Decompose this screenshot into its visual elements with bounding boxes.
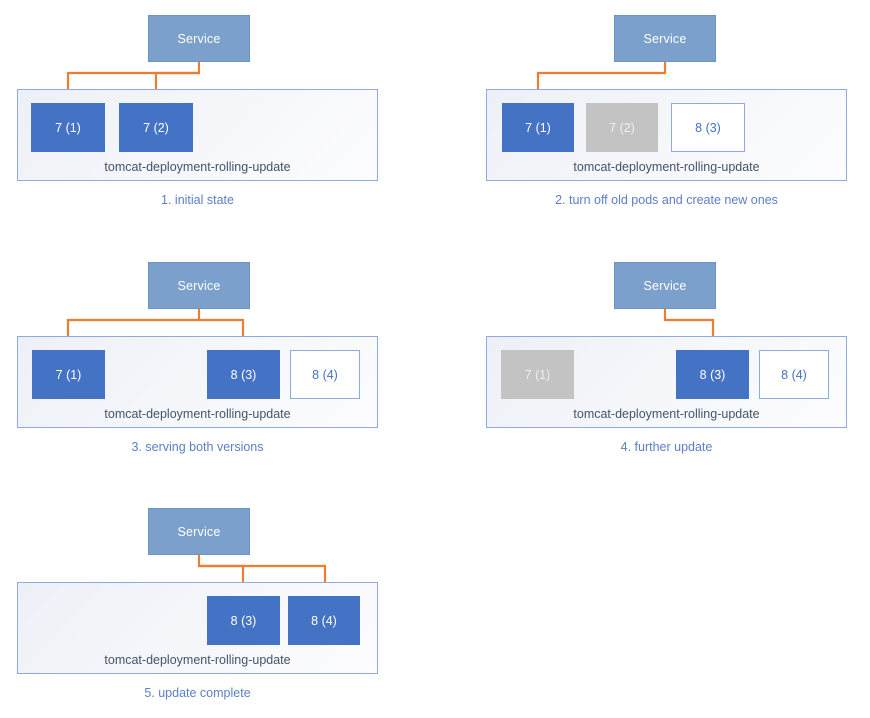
- panel-caption: 2. turn off old pods and create new ones: [555, 193, 778, 207]
- pod-label: 8 (3): [699, 367, 726, 382]
- service-label: Service: [177, 278, 221, 293]
- pod-8-3[interactable]: 8 (3): [671, 103, 745, 152]
- pod-label: 8 (3): [230, 367, 257, 382]
- pod-7-2[interactable]: 7 (2): [119, 103, 193, 152]
- pod-label: 7 (2): [143, 120, 169, 135]
- pod-7-1[interactable]: 7 (1): [501, 350, 574, 399]
- pod-label: 7 (1): [55, 120, 81, 135]
- deployment-name-label: tomcat-deployment-rolling-update: [104, 407, 291, 421]
- pod-label: 8 (4): [781, 367, 807, 382]
- pod-7-2[interactable]: 7 (2): [586, 103, 658, 152]
- deployment-name-label: tomcat-deployment-rolling-update: [573, 160, 760, 174]
- pod-label: 8 (3): [230, 613, 257, 628]
- pod-8-3[interactable]: 8 (3): [207, 596, 280, 645]
- pod-7-1[interactable]: 7 (1): [31, 103, 105, 152]
- panel-caption: 4. further update: [620, 440, 713, 454]
- pod-label: 8 (4): [311, 613, 337, 628]
- pod-7-1[interactable]: 7 (1): [32, 350, 105, 399]
- pod-8-3[interactable]: 8 (3): [676, 350, 749, 399]
- pod-8-4[interactable]: 8 (4): [288, 596, 360, 645]
- service-label: Service: [177, 524, 221, 539]
- panel-caption: 1. initial state: [161, 193, 234, 207]
- pod-label: 8 (3): [695, 120, 721, 135]
- service-label: Service: [643, 31, 687, 46]
- pod-label: 8 (4): [312, 367, 338, 382]
- pod-8-4[interactable]: 8 (4): [290, 350, 360, 399]
- service-box: Service: [614, 15, 716, 62]
- pod-label: 7 (2): [609, 120, 635, 135]
- pod-8-3[interactable]: 8 (3): [207, 350, 280, 399]
- pod-label: 7 (1): [524, 367, 551, 382]
- pod-7-1[interactable]: 7 (1): [502, 103, 574, 152]
- service-box: Service: [148, 508, 250, 555]
- deployment-name-label: tomcat-deployment-rolling-update: [104, 160, 291, 174]
- panel-caption: 3. serving both versions: [131, 440, 264, 454]
- service-box: Service: [614, 262, 716, 309]
- pod-label: 7 (1): [525, 120, 551, 135]
- deployment-name-label: tomcat-deployment-rolling-update: [573, 407, 760, 421]
- pod-label: 7 (1): [55, 367, 82, 382]
- service-box: Service: [148, 15, 250, 62]
- service-box: Service: [148, 262, 250, 309]
- panel-caption: 5. update complete: [144, 686, 251, 700]
- deployment-name-label: tomcat-deployment-rolling-update: [104, 653, 291, 667]
- pod-8-4[interactable]: 8 (4): [759, 350, 829, 399]
- service-label: Service: [643, 278, 687, 293]
- service-label: Service: [177, 31, 221, 46]
